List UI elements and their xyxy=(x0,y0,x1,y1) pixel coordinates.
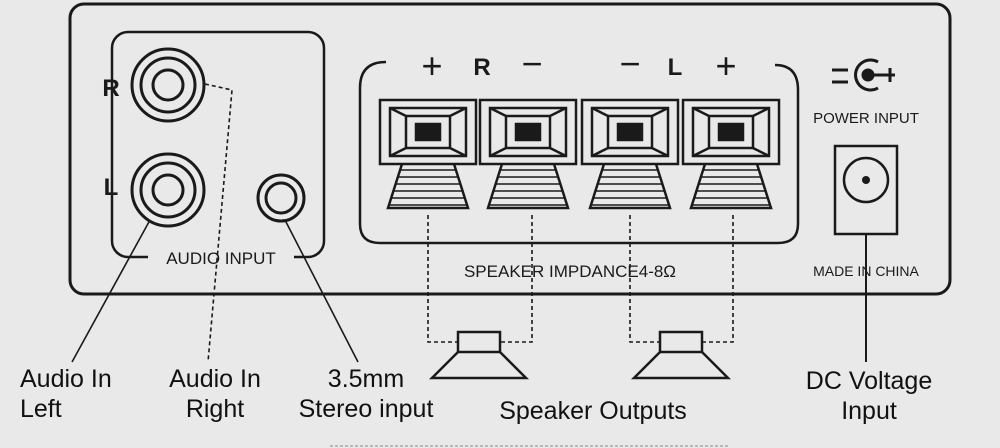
audio-input-label-gap xyxy=(148,248,294,268)
leader-audio-left xyxy=(71,219,151,363)
terminal-plus-r: + xyxy=(421,45,442,86)
terminal-minus-l: − xyxy=(619,43,640,84)
terminal-l-minus xyxy=(580,98,680,210)
leader-speaker-r-plus xyxy=(427,215,458,343)
leader-speaker-l-minus xyxy=(629,215,660,343)
terminal-plus-l: + xyxy=(715,45,736,86)
audio-input-label: AUDIO INPUT xyxy=(166,249,276,268)
channel-r-label: R xyxy=(102,75,119,102)
speaker-terminal-block xyxy=(378,98,781,210)
dc-plug-polarity-icon xyxy=(832,58,895,92)
terminal-l-plus xyxy=(681,98,781,210)
leader-stereo xyxy=(284,219,359,363)
leader-lines xyxy=(71,83,867,363)
power-input-label: POWER INPUT xyxy=(813,110,919,127)
leader-audio-right xyxy=(204,83,233,363)
channel-l-label: L xyxy=(104,174,119,201)
caption-speaker-outputs: Speaker Outputs xyxy=(499,397,687,425)
stereo-35mm-jack xyxy=(256,173,306,223)
rca-right-jack xyxy=(130,47,206,123)
caption-audio-in-left: Audio In Left xyxy=(20,365,112,423)
terminal-r-minus xyxy=(478,98,578,210)
speaker-terminal-bracket xyxy=(358,60,800,245)
caption-stereo-input: 3.5mm Stereo input xyxy=(298,365,434,423)
speaker-impedance-label: SPEAKER IMPDANCE4-8Ω xyxy=(464,262,676,281)
terminal-r-plus xyxy=(378,98,478,210)
dc-power-jack xyxy=(833,144,899,236)
device-panel-outline xyxy=(68,2,952,296)
terminal-l-label: L xyxy=(668,54,683,81)
audio-input-group-outline xyxy=(110,30,326,259)
leader-speaker-l-plus xyxy=(702,215,734,343)
rca-left-jack xyxy=(130,152,206,228)
terminal-r-label: R xyxy=(473,54,490,81)
leader-speaker-r-minus xyxy=(500,215,533,343)
speaker-icon-left xyxy=(630,330,732,380)
caption-audio-in-right: Audio In Right xyxy=(169,365,261,423)
speaker-icon-right xyxy=(428,330,530,380)
terminal-minus-r: − xyxy=(521,43,542,84)
caption-dc-voltage-input: DC Voltage Input xyxy=(805,367,933,425)
